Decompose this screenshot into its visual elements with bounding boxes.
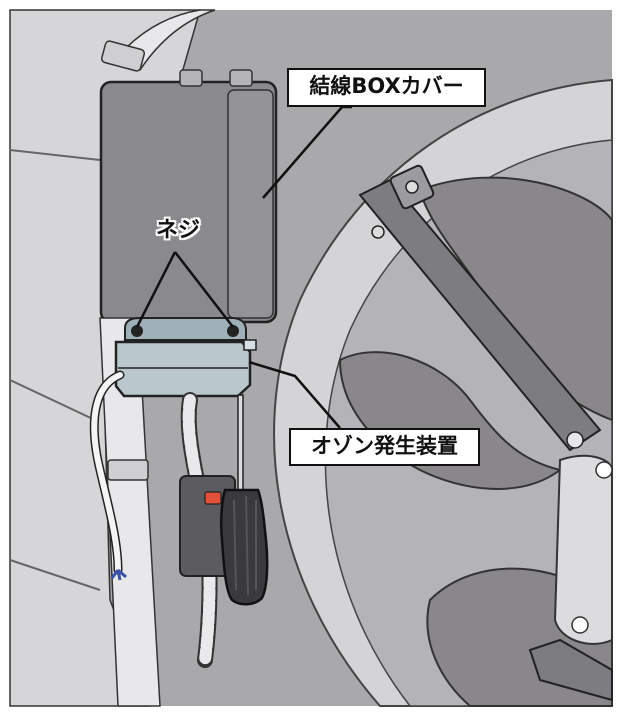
mount-screw-right [227, 325, 239, 337]
box-cover-leader [262, 105, 352, 199]
bracket-bolt-1 [405, 180, 419, 194]
screwdriver-icon [219, 488, 269, 606]
ozone-device-body [114, 340, 252, 398]
screw-callout: ネジ [155, 218, 200, 243]
bracket-bolt-2 [371, 225, 385, 239]
pipe-clamp [100, 40, 146, 72]
housing-seams [9, 149, 101, 591]
bracket-arm-lower [528, 638, 613, 702]
fan-hub [553, 454, 613, 645]
hub-bolt-bottom [571, 616, 589, 634]
ozone-device-callout: オゾン発生装置 [289, 428, 480, 466]
box-top-nut-2 [229, 69, 253, 87]
screwdriver-shaft [237, 394, 244, 491]
junction-box-side [227, 89, 274, 319]
ozone-leader [248, 360, 341, 429]
box-cover-callout: 結線BOXカバー [287, 68, 486, 107]
bracket-arm-upper [358, 178, 602, 452]
indicator-led-icon [204, 491, 222, 505]
mount-screw-left [131, 325, 143, 337]
ozone-device-nozzle [243, 339, 257, 351]
bracket-bolt-3 [566, 431, 584, 449]
screwdriver-grip-lines [233, 495, 257, 596]
ozone-mount-plate [124, 317, 247, 341]
power-cable [91, 372, 123, 573]
box-top-nut-1 [179, 69, 203, 87]
conduit-clamp [107, 459, 149, 481]
cable-wire-ends [110, 568, 127, 581]
hub-bolt-top [595, 461, 613, 479]
screw-leaders [135, 251, 234, 328]
